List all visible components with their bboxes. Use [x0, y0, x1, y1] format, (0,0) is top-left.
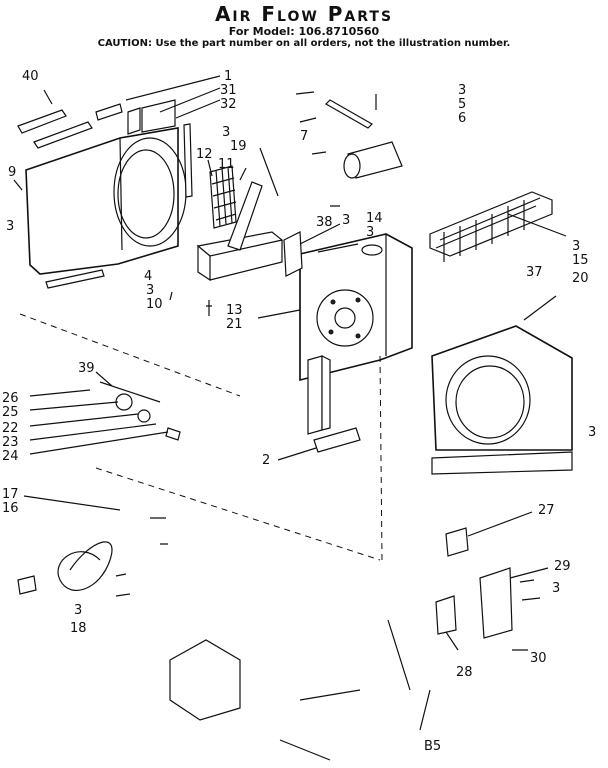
diagram-title: Air Flow Parts [214, 2, 394, 26]
callout-4: 4 [144, 269, 152, 284]
callout-31: 31 [220, 83, 237, 98]
callout-6: 6 [458, 111, 466, 126]
callout-28: 28 [456, 665, 473, 680]
callout-3-h: 3 [588, 425, 596, 440]
callout-39: 39 [78, 361, 95, 376]
callout-32: 32 [220, 97, 237, 112]
power-cord [17, 517, 168, 597]
callout-17: 17 [2, 487, 19, 502]
model-number: For Model: 106.8710560 [228, 25, 380, 38]
callout-1: 1 [224, 69, 232, 84]
callout-9: 9 [8, 165, 16, 180]
callout-37: 37 [526, 265, 543, 280]
callout-40: 40 [22, 69, 39, 84]
callout-18: 18 [70, 621, 87, 636]
partition-assembly [19, 91, 413, 561]
callout-30: 30 [530, 651, 547, 666]
callout-29: 29 [554, 559, 571, 574]
control-parts [435, 527, 541, 651]
callout-25: 25 [2, 405, 19, 420]
callout-3-f: 3 [146, 283, 154, 298]
callout-12: 12 [196, 147, 213, 162]
callout-2: 2 [262, 453, 270, 468]
callout-14: 14 [366, 211, 383, 226]
callout-3-e: 3 [366, 225, 374, 240]
leader-lines [13, 75, 567, 651]
evaporator-coil [429, 191, 553, 262]
footer-code: B5 [424, 739, 441, 754]
callout-3-g: 3 [572, 239, 580, 254]
callout-3-b: 3 [6, 219, 14, 234]
caution-note: CAUTION: Use the part number on all orde… [97, 38, 511, 49]
callout-16: 16 [2, 501, 19, 516]
callout-13: 13 [226, 303, 243, 318]
callout-22: 22 [2, 421, 19, 436]
callout-3-d: 3 [342, 213, 350, 228]
callout-26: 26 [2, 391, 19, 406]
callout-labels: 40 1 31 32 3 5 6 9 3 12 11 19 3 7 3 38 1… [2, 69, 596, 754]
callout-21: 21 [226, 317, 243, 332]
callout-23: 23 [2, 435, 19, 450]
callout-3-a: 3 [458, 83, 466, 98]
callout-7: 7 [300, 129, 308, 144]
callout-38: 38 [316, 215, 333, 230]
callout-5: 5 [458, 97, 466, 112]
callout-11: 11 [218, 157, 235, 172]
capacitor [343, 141, 403, 179]
callout-3-j: 3 [74, 603, 82, 618]
callout-27: 27 [538, 503, 555, 518]
condenser-shroud [431, 325, 573, 475]
callout-24: 24 [2, 449, 19, 464]
callout-15: 15 [572, 253, 589, 268]
callout-10: 10 [146, 297, 163, 312]
callout-3-i: 3 [552, 581, 560, 596]
shroud-assembly [17, 99, 284, 316]
filter-grid [209, 165, 237, 229]
callout-20: 20 [572, 271, 589, 286]
callout-3-c: 3 [222, 125, 230, 140]
callout-19: 19 [230, 139, 247, 154]
